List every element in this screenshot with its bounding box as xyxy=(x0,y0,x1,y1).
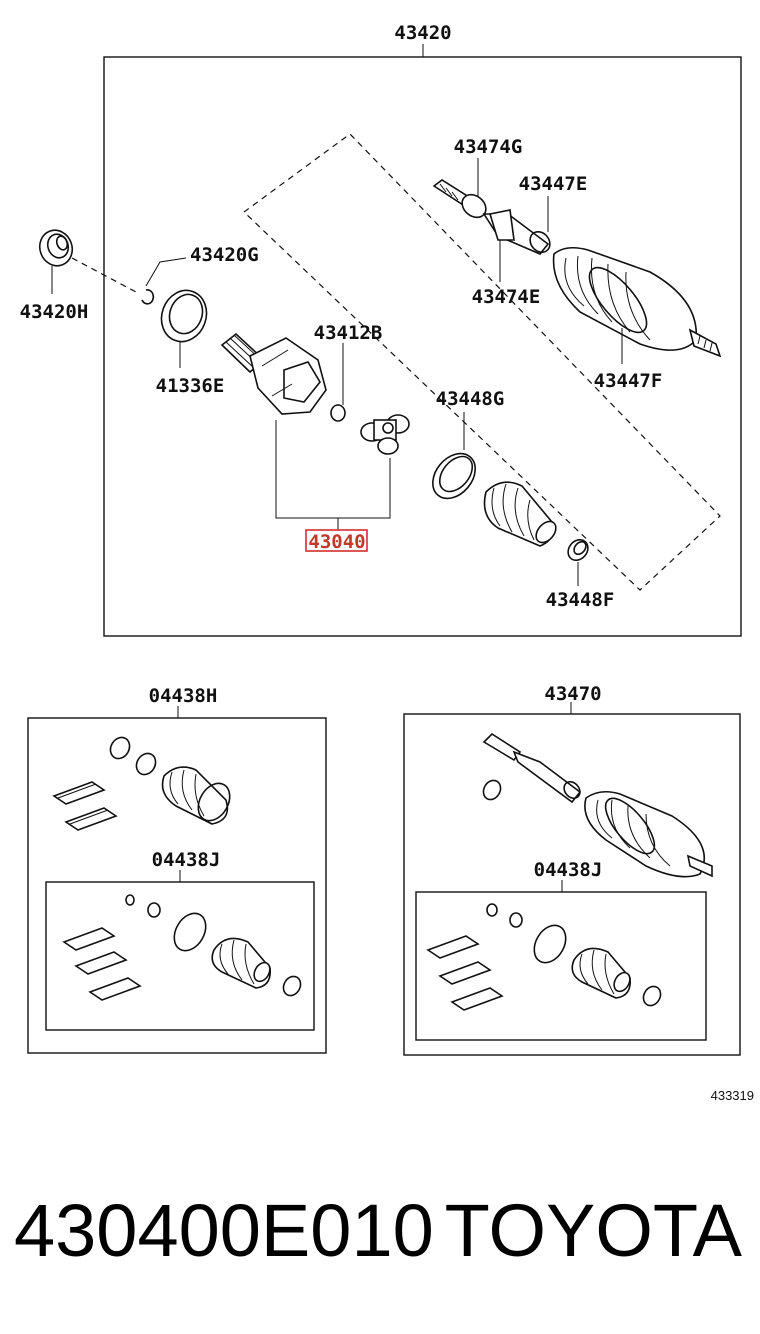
callout-43420g[interactable]: 43420G xyxy=(190,244,259,266)
small-clamp-part[interactable] xyxy=(564,536,592,564)
part-number-caption: 430400E010 xyxy=(14,1189,434,1272)
brand-caption: TOYOTA xyxy=(445,1189,743,1272)
kit-h-clamp-parts[interactable] xyxy=(107,734,160,778)
snap-ring-part[interactable] xyxy=(141,289,155,305)
main-assembly-group: 43420 43420H 43420G 41336E xyxy=(20,22,742,637)
callout-04438h[interactable]: 04438H xyxy=(149,685,218,707)
inner-boot-kit-group: 04438H 04438J xyxy=(27,685,327,1054)
outer-joint-assy-group: 43470 04438J xyxy=(403,683,741,1056)
inner-boot-part[interactable] xyxy=(483,481,560,547)
inner-snap-ring-part[interactable] xyxy=(330,404,346,422)
callout-04438j-right[interactable]: 04438J xyxy=(534,859,603,881)
clamp-band-part[interactable] xyxy=(424,445,484,506)
callout-41336e[interactable]: 41336E xyxy=(156,375,225,397)
callout-43474g[interactable]: 43474G xyxy=(454,136,523,158)
callout-43420h[interactable]: 43420H xyxy=(20,301,89,323)
outer-joint-shaft-part[interactable] xyxy=(480,732,713,878)
kit-j-left-grease-packets[interactable] xyxy=(62,927,142,1001)
diagram-ref-number: 433319 xyxy=(711,1088,754,1103)
callout-43447e[interactable]: 43447E xyxy=(519,173,588,195)
kit-j-right-small-parts[interactable] xyxy=(486,903,572,968)
callout-43040[interactable]: 43040 xyxy=(308,531,365,553)
outer-joint-assy-frame xyxy=(403,713,741,1056)
outer-boot-kit-sub-frame xyxy=(415,891,707,1041)
inner-joint-housing-part[interactable] xyxy=(220,332,327,415)
highlight-box xyxy=(305,529,368,552)
callout-43448f[interactable]: 43448F xyxy=(546,589,615,611)
callout-43448g[interactable]: 43448G xyxy=(436,388,505,410)
callout-43474e[interactable]: 43474E xyxy=(472,286,541,308)
seal-part[interactable] xyxy=(35,226,77,271)
callout-43412b[interactable]: 43412B xyxy=(314,322,383,344)
callout-43447f[interactable]: 43447F xyxy=(594,370,663,392)
exploded-group-outline xyxy=(243,133,721,591)
inner-boot-kit-frame xyxy=(27,717,327,1054)
callout-43470[interactable]: 43470 xyxy=(544,683,601,705)
kit-j-left-boot-part[interactable] xyxy=(211,937,304,998)
kit-j-right-boot-part[interactable] xyxy=(571,947,664,1008)
callout-04438j-left[interactable]: 04438J xyxy=(152,849,221,871)
kit-h-boot-part[interactable] xyxy=(161,766,237,826)
tripod-joint-part[interactable] xyxy=(360,414,410,455)
kit-j-right-grease-packets[interactable] xyxy=(426,935,504,1011)
kit-h-grease-packets[interactable] xyxy=(52,781,118,831)
kit-j-left-small-parts[interactable] xyxy=(125,894,212,956)
dust-ring-part[interactable] xyxy=(154,284,213,348)
callout-43420[interactable]: 43420 xyxy=(394,22,451,44)
outer-shaft-part[interactable] xyxy=(432,179,722,358)
inner-boot-kit-sub-frame xyxy=(45,881,315,1031)
